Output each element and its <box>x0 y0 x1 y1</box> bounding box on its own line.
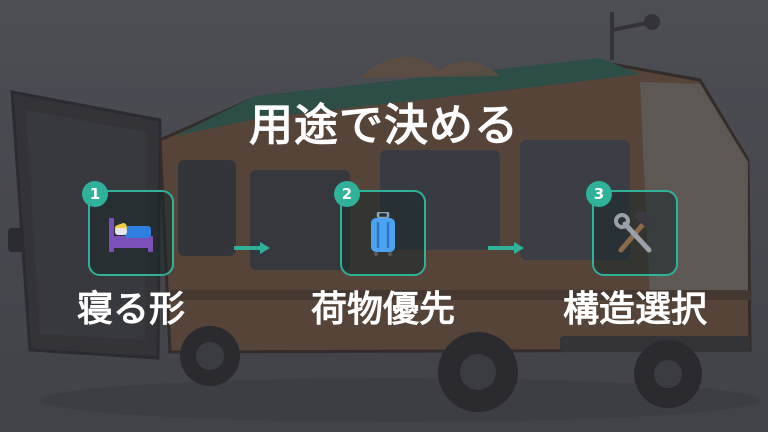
page-title: 用途で決める <box>249 100 519 151</box>
arrow-right-icon <box>488 242 524 254</box>
step-3-number-badge: 3 <box>586 181 612 207</box>
hammer-wrench-icon <box>614 212 654 253</box>
step-1-number-badge: 1 <box>82 181 108 207</box>
step-2-label: 荷物優先 <box>310 289 455 330</box>
bed-icon <box>109 218 153 252</box>
step-2-number-badge: 2 <box>334 181 360 207</box>
luggage-icon <box>371 212 395 256</box>
step-3-label: 構造選択 <box>562 289 707 330</box>
arrow-right-icon <box>234 242 270 254</box>
step-1-label: 寝る形 <box>76 289 185 330</box>
